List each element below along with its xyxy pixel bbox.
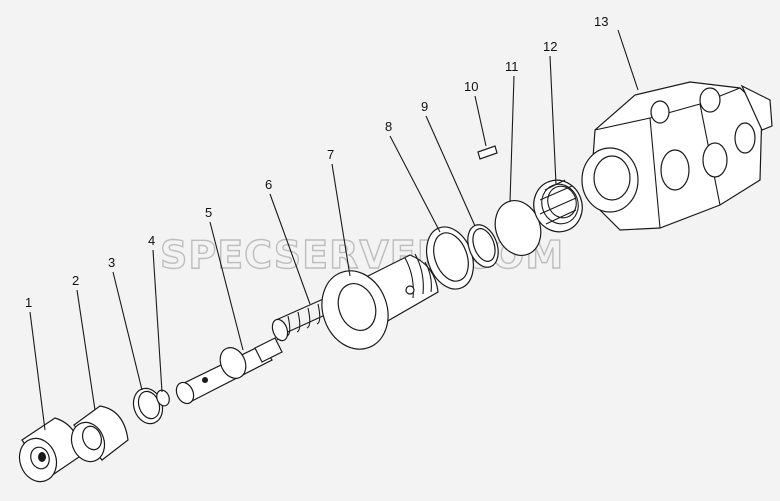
- callout-labels: 1 2 3 4 5 6 7 8 9 10 11 12 13: [25, 14, 608, 310]
- part-10-pin: [477, 145, 498, 160]
- part-3-oring: [132, 387, 164, 425]
- part-5-plunger: [175, 337, 283, 405]
- callout-12: 12: [543, 39, 557, 54]
- part-12-spring: [533, 179, 583, 233]
- part-4-ring: [156, 389, 170, 407]
- part-8-washer: [426, 226, 474, 290]
- part-2-sleeve: [70, 405, 129, 463]
- leader-lines: [29, 29, 639, 431]
- callout-3: 3: [108, 255, 115, 270]
- callout-4: 4: [148, 233, 155, 248]
- callout-13: 13: [594, 14, 608, 29]
- part-9-ring: [467, 224, 499, 268]
- callout-6: 6: [265, 177, 272, 192]
- callout-11: 11: [505, 59, 519, 74]
- part-7-valve-body: [321, 253, 439, 350]
- callout-2: 2: [72, 273, 79, 288]
- part-1-cap: [18, 417, 83, 483]
- part-13-housing: [581, 81, 773, 231]
- callout-9: 9: [421, 99, 428, 114]
- callout-10: 10: [464, 79, 478, 94]
- callout-5: 5: [205, 205, 212, 220]
- callout-8: 8: [385, 119, 392, 134]
- callout-1: 1: [25, 295, 32, 310]
- callout-7: 7: [327, 147, 334, 162]
